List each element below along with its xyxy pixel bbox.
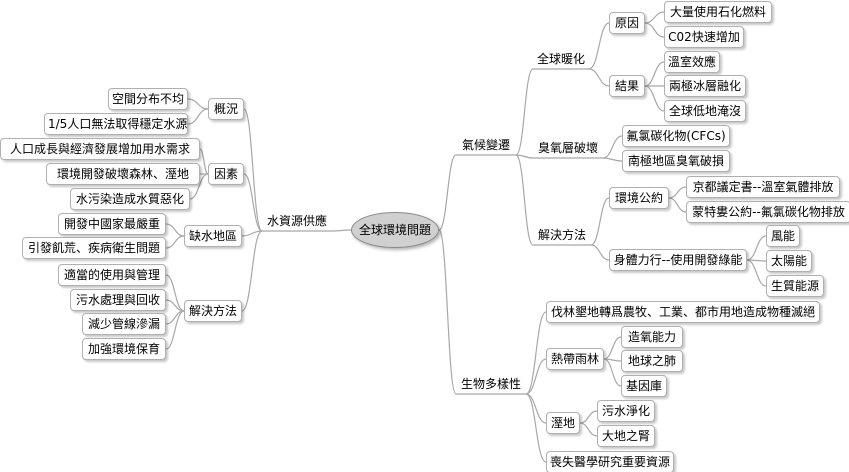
result-item[interactable]: 全球低地淹沒 (664, 100, 746, 122)
shortage-item[interactable]: 開發中國家最嚴重 (58, 213, 166, 235)
connector-line (241, 230, 263, 237)
connector-line (588, 68, 610, 87)
connector-line (438, 229, 526, 395)
topic-biodiversity[interactable]: 生物多樣性 (460, 377, 521, 391)
rainforest-item[interactable]: 造氧能力 (621, 326, 683, 348)
topic-treaty[interactable]: 環境公約 (609, 187, 669, 209)
overview-item[interactable]: 1/5人口無法取得穩定水源 (44, 113, 188, 135)
factor-item[interactable]: 環境開發破壞森林、溼地 (46, 163, 200, 185)
connector-line (644, 85, 665, 112)
water-solution-item[interactable]: 加強環境保育 (82, 338, 166, 360)
connector-line (746, 235, 767, 261)
connector-line (165, 310, 185, 350)
topic-climate-change[interactable]: 氣候變遷 (461, 138, 510, 152)
ozone-item[interactable]: 氟氯碳化物(CFCs) (622, 125, 730, 147)
connector-line (579, 422, 598, 437)
connector-line (525, 393, 547, 463)
connector-line (590, 197, 610, 246)
connector-line (668, 186, 687, 199)
central-topic[interactable]: 全球環境問題 (351, 212, 439, 248)
connector-line (746, 259, 767, 287)
topic-water-shortage[interactable]: 缺水地區 (184, 225, 242, 247)
connector-line (515, 154, 603, 159)
topic-result[interactable]: 結果 (609, 75, 645, 97)
connector-line (644, 22, 665, 38)
connector-line (438, 154, 516, 231)
connector-line (515, 154, 591, 246)
energy-item[interactable]: 生質能源 (766, 275, 824, 297)
connector-line (525, 311, 547, 395)
connector-line (588, 22, 610, 70)
connector-line (644, 61, 665, 87)
connector-line (243, 173, 263, 232)
rainforest-item[interactable]: 地球之肺 (621, 350, 683, 372)
water-solution-item[interactable]: 適當的使用與管理 (58, 264, 166, 286)
connector-line (603, 336, 622, 360)
water-solution-item[interactable]: 減少管線滲漏 (82, 313, 166, 335)
energy-item[interactable]: 太陽能 (766, 250, 812, 272)
connector-line (579, 410, 598, 424)
connector-line (603, 358, 622, 387)
treaty-item[interactable]: 京都議定書--溫室氣體排放 (686, 176, 840, 198)
connector-line (525, 393, 547, 424)
topic-cause[interactable]: 原因 (609, 12, 645, 34)
wetland-item[interactable]: 大地之腎 (597, 425, 655, 447)
treaty-item[interactable]: 蒙特婁公約--氟氯碳化物排放 (686, 201, 849, 223)
topic-overview[interactable]: 概況 (208, 98, 244, 120)
connector-line (525, 358, 547, 395)
connector-line (165, 299, 185, 312)
connector-line (187, 108, 209, 125)
topic-wetland[interactable]: 溼地 (546, 412, 580, 434)
connector-line (602, 135, 623, 159)
connector-line (262, 229, 352, 232)
ozone-item[interactable]: 南極地區臭氧破損 (622, 150, 730, 172)
connector-line (165, 223, 185, 237)
connector-line (187, 98, 209, 110)
topic-climate-solution[interactable]: 解決方法 (537, 228, 586, 242)
connector-line (165, 274, 185, 312)
topic-global-warming[interactable]: 全球暖化 (536, 52, 585, 66)
connector-line (243, 108, 263, 232)
connector-line (189, 173, 209, 200)
connector-line (165, 235, 185, 249)
deforestation-item[interactable]: 伐林墾地轉爲農牧、工業、都市用地造成物種滅絕 (546, 301, 820, 323)
factor-item[interactable]: 人口成長與經濟發展增加用水需求 (0, 138, 200, 160)
connector-line (668, 197, 687, 213)
overview-item[interactable]: 空間分布不均 (108, 88, 188, 110)
topic-factors[interactable]: 因素 (208, 163, 244, 185)
connector-line (590, 244, 610, 261)
connector-line (241, 230, 263, 312)
topic-ozone-depletion[interactable]: 臭氧層破壞 (537, 141, 598, 155)
energy-item[interactable]: 風能 (766, 225, 800, 247)
result-item[interactable]: 溫室效應 (664, 51, 720, 73)
water-solution-item[interactable]: 污水處理與回收 (70, 289, 166, 311)
topic-water-supply[interactable]: 水資源供應 (266, 214, 327, 228)
connector-line (602, 157, 623, 162)
result-item[interactable]: 兩極冰層融化 (664, 75, 746, 97)
topic-green-energy[interactable]: 身體力行--使用開發綠能 (609, 249, 747, 271)
shortage-item[interactable]: 引發飢荒、疾病衛生問題 (22, 237, 166, 259)
topic-water-solution[interactable]: 解決方法 (184, 300, 242, 322)
wetland-item[interactable]: 污水淨化 (597, 400, 655, 422)
cause-item[interactable]: 大量使用石化燃料 (664, 1, 772, 23)
cause-item[interactable]: C02快速增加 (664, 26, 744, 48)
medical-resource-item[interactable]: 喪失醫學研究重要資源 (546, 451, 674, 472)
connector-line (644, 11, 665, 24)
rainforest-item[interactable]: 基因庫 (621, 375, 667, 397)
factor-item[interactable]: 水污染造成水質惡化 (70, 188, 190, 210)
connector-line (199, 148, 209, 175)
connector-line (515, 68, 589, 156)
topic-rainforest[interactable]: 熱帶雨林 (546, 348, 604, 370)
